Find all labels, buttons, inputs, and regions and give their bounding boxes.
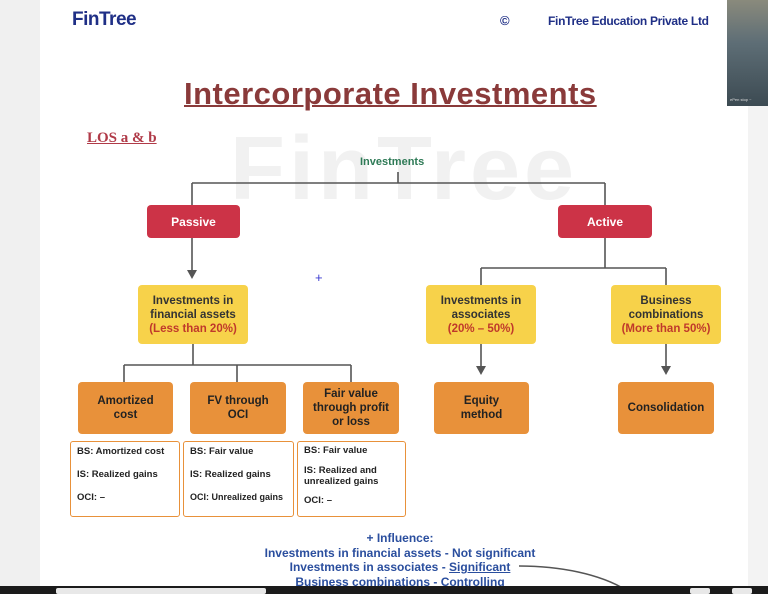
detail-amortized-oci: OCI: – bbox=[77, 492, 105, 503]
detail-amortized-is: IS: Realized gains bbox=[77, 469, 158, 480]
node-financial-assets: Investments in financial assets (Less th… bbox=[138, 285, 248, 344]
legend-line-associates: Investments in associates - Significant bbox=[230, 560, 570, 575]
influence-legend: + Influence: Investments in financial as… bbox=[230, 531, 570, 589]
node-active-label: Active bbox=[586, 214, 624, 229]
taskbar bbox=[0, 586, 768, 594]
node-active: Active bbox=[558, 205, 652, 238]
node-financial-assets-line2: financial assets bbox=[150, 308, 236, 321]
node-fv-pl: Fair value through profit or loss bbox=[303, 382, 399, 434]
detail-fvoci-bs: BS: Fair value bbox=[190, 446, 254, 457]
node-fvpl-line2: through profit bbox=[312, 402, 389, 414]
node-business-line1: Business bbox=[640, 294, 692, 307]
detail-fvpl-is-2: unrealized gains bbox=[304, 476, 379, 487]
detail-fvpl-oci: OCI: – bbox=[304, 495, 332, 506]
taskbar-item[interactable] bbox=[732, 588, 752, 594]
watermark: FinTree bbox=[230, 119, 579, 219]
taskbar-item[interactable] bbox=[56, 588, 266, 594]
node-associates-pct: (20% – 50%) bbox=[447, 322, 515, 335]
node-fvpl-line3: or loss bbox=[332, 416, 370, 428]
node-amortized-line2: cost bbox=[113, 409, 138, 421]
node-associates-line2: associates bbox=[451, 308, 511, 321]
root-node-investments: Investments bbox=[360, 156, 425, 168]
node-consolidation-label: Consolidation bbox=[627, 402, 705, 414]
detail-fv-oci: BS: Fair value IS: Realized gains OCI: U… bbox=[183, 441, 294, 517]
node-financial-assets-line1: Investments in bbox=[152, 294, 234, 307]
legend-heading: + Influence: bbox=[366, 531, 434, 545]
node-fvoci-line1: FV through bbox=[207, 395, 269, 407]
node-fv-oci: FV through OCI bbox=[190, 382, 286, 434]
webcam-thumbnail bbox=[727, 0, 768, 106]
detail-fv-pl: BS: Fair value IS: Realized and unrealiz… bbox=[297, 441, 406, 517]
node-fvoci-line2: OCI bbox=[227, 409, 249, 421]
copyright-icon: © bbox=[500, 13, 510, 28]
detail-fvpl-bs: BS: Fair value bbox=[304, 445, 368, 456]
node-equity-method: Equity method bbox=[434, 382, 529, 434]
background-left bbox=[0, 0, 40, 594]
company-name: FinTree Education Private Ltd bbox=[548, 14, 709, 28]
legend-line-business-combinations: Business combinations - Controlling bbox=[295, 574, 505, 589]
legend-associates-significant: Significant bbox=[449, 560, 511, 574]
los-label: LOS a & b bbox=[87, 130, 157, 146]
background-right bbox=[748, 0, 768, 594]
node-financial-assets-pct: (Less than 20%) bbox=[149, 322, 237, 335]
node-equity-line2: method bbox=[460, 409, 503, 421]
detail-fvpl-is-1: IS: Realized and bbox=[304, 465, 377, 476]
legend-line-financial-assets: Investments in financial assets - Not si… bbox=[264, 545, 536, 560]
cursor-plus-icon: + bbox=[315, 270, 323, 285]
detail-amortized-cost: BS: Amortized cost IS: Realized gains OC… bbox=[70, 441, 180, 517]
node-amortized-cost: Amortized cost bbox=[78, 382, 173, 434]
node-fvpl-line1: Fair value bbox=[324, 388, 378, 400]
slide-title: Intercorporate Investments bbox=[184, 76, 597, 111]
detail-fvoci-is: IS: Realized gains bbox=[190, 469, 271, 480]
legend-associates-prefix: Investments in associates - bbox=[289, 560, 450, 574]
node-associates: Investments in associates (20% – 50%) bbox=[426, 285, 536, 344]
brand-logo: FinTree bbox=[72, 9, 137, 30]
node-equity-line1: Equity bbox=[463, 395, 500, 407]
node-business-line2: combinations bbox=[628, 308, 704, 321]
node-amortized-line1: Amortized bbox=[97, 395, 154, 407]
node-passive-label: Passive bbox=[171, 214, 216, 229]
detail-fvoci-oci: OCI: Unrealized gains bbox=[190, 492, 284, 502]
webcam-label: ePen stop ~ bbox=[730, 97, 752, 102]
node-business-pct: (More than 50%) bbox=[621, 322, 711, 335]
node-business-combinations: Business combinations (More than 50%) bbox=[611, 285, 721, 344]
taskbar-item[interactable] bbox=[690, 588, 710, 594]
detail-amortized-bs: BS: Amortized cost bbox=[77, 446, 165, 457]
node-consolidation: Consolidation bbox=[618, 382, 714, 434]
node-associates-line1: Investments in bbox=[440, 294, 522, 307]
node-passive: Passive bbox=[147, 205, 240, 238]
